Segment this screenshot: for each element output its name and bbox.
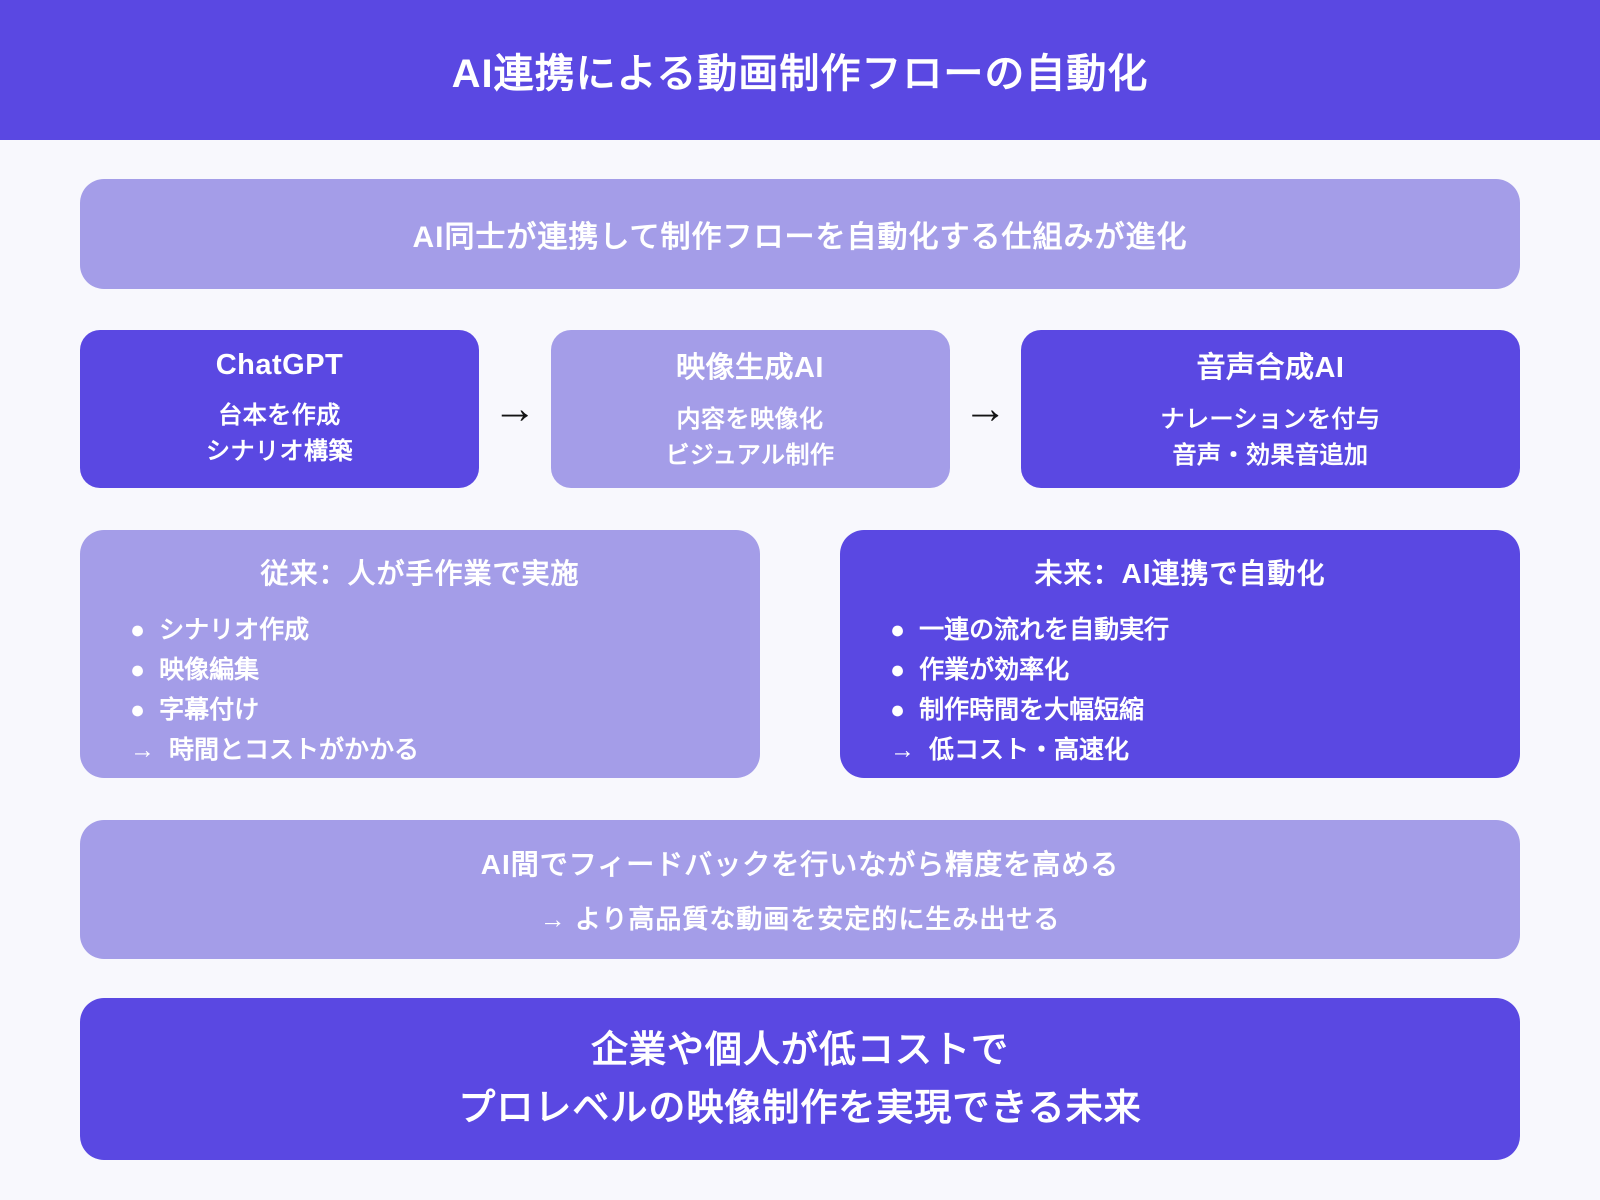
outcome-banner-line1: 企業や個人が低コストで <box>591 1029 1009 1070</box>
list-item-text: 一連の流れを自動実行 <box>919 616 1170 644</box>
intro-banner: AI同士が連携して制作フローを自動化する仕組みが進化 <box>80 179 1520 289</box>
list-item: ● 映像編集 <box>130 650 760 690</box>
list-item-text: シナリオ作成 <box>159 616 310 644</box>
comparison-after-title: 未来：AI連携で自動化 <box>1034 558 1326 589</box>
flow-step-video-gen-ai: 映像生成AI 内容を映像化 ビジュアル制作 <box>550 330 950 488</box>
list-item-text: 制作時間を大幅短縮 <box>919 696 1145 724</box>
flow-arrow-icon: → <box>492 384 537 433</box>
list-item: ● 制作時間を大幅短縮 <box>890 690 1520 730</box>
list-item: → 低コスト・高速化 <box>890 730 1520 770</box>
list-item: ● 字幕付け <box>130 690 760 730</box>
outcome-banner: 企業や個人が低コストで プロレベルの映像制作を実現できる未来 <box>80 998 1520 1160</box>
bullet-icon: ● <box>890 656 906 684</box>
comparison-before-box: 従来：人が手作業で実施 ● シナリオ作成 ● 映像編集 ● 字幕付け → 時間と… <box>80 530 760 778</box>
comparison-before-title: 従来：人が手作業で実施 <box>260 558 580 589</box>
bullet-icon: ● <box>890 616 906 644</box>
list-item-text: 字幕付け <box>159 696 260 724</box>
flow-step-chatgpt: ChatGPT 台本を作成 シナリオ構築 <box>80 330 479 488</box>
bullet-icon: ● <box>890 696 906 724</box>
outcome-banner-line2: プロレベルの映像制作を実現できる未来 <box>458 1087 1142 1128</box>
flow-step-line: ビジュアル制作 <box>665 442 835 469</box>
flow-step-line: ナレーションを付与 <box>1160 406 1381 433</box>
flow-row: ChatGPT 台本を作成 シナリオ構築 → 映像生成AI 内容を映像化 ビジュ… <box>80 330 1520 488</box>
bullet-icon: ● <box>130 616 146 644</box>
list-item: ● シナリオ作成 <box>130 610 760 650</box>
feedback-banner-line2: → より高品質な動画を安定的に生み出せる <box>539 904 1061 934</box>
bullet-icon: ● <box>130 656 146 684</box>
flow-step-title: ChatGPT <box>215 348 344 381</box>
list-item-text: 低コスト・高速化 <box>929 736 1130 764</box>
comparison-before-list: ● シナリオ作成 ● 映像編集 ● 字幕付け → 時間とコストがかかる <box>80 610 760 770</box>
page-header: AI連携による動画制作フローの自動化 <box>0 0 1600 140</box>
list-item-text: 時間とコストがかかる <box>169 736 420 764</box>
list-item: → 時間とコストがかかる <box>130 730 760 770</box>
flow-step-title: 音声合成AI <box>1196 352 1345 384</box>
flow-step-title: 映像生成AI <box>675 352 824 384</box>
list-item: ● 一連の流れを自動実行 <box>890 610 1520 650</box>
list-item-text: 作業が効率化 <box>919 656 1070 684</box>
bullet-icon: ● <box>130 696 146 724</box>
page-title: AI連携による動画制作フローの自動化 <box>451 52 1149 96</box>
feedback-banner: AI間でフィードバックを行いながら精度を高める → より高品質な動画を安定的に生… <box>80 820 1520 959</box>
arrow-icon: → <box>130 736 155 764</box>
intro-banner-text: AI同士が連携して制作フローを自動化する仕組みが進化 <box>412 221 1188 254</box>
flow-arrow-icon: → <box>963 384 1008 433</box>
flow-step-line: 内容を映像化 <box>676 406 824 433</box>
feedback-banner-line1: AI間でフィードバックを行いながら精度を高める <box>480 849 1120 880</box>
comparison-row: 従来：人が手作業で実施 ● シナリオ作成 ● 映像編集 ● 字幕付け → 時間と… <box>80 530 1520 778</box>
list-item-text: 映像編集 <box>159 656 260 684</box>
list-item: ● 作業が効率化 <box>890 650 1520 690</box>
comparison-after-box: 未来：AI連携で自動化 ● 一連の流れを自動実行 ● 作業が効率化 ● 制作時間… <box>840 530 1520 778</box>
flow-step-voice-synthesis-ai: 音声合成AI ナレーションを付与 音声・効果音追加 <box>1021 330 1520 488</box>
comparison-after-list: ● 一連の流れを自動実行 ● 作業が効率化 ● 制作時間を大幅短縮 → 低コスト… <box>840 610 1520 770</box>
content: AI同士が連携して制作フローを自動化する仕組みが進化 ChatGPT 台本を作成… <box>0 179 1600 1160</box>
flow-step-line: 台本を作成 <box>218 401 341 429</box>
arrow-icon: → <box>890 736 915 764</box>
flow-step-line: シナリオ構築 <box>206 437 353 465</box>
flow-step-line: 音声・効果音追加 <box>1172 442 1369 469</box>
